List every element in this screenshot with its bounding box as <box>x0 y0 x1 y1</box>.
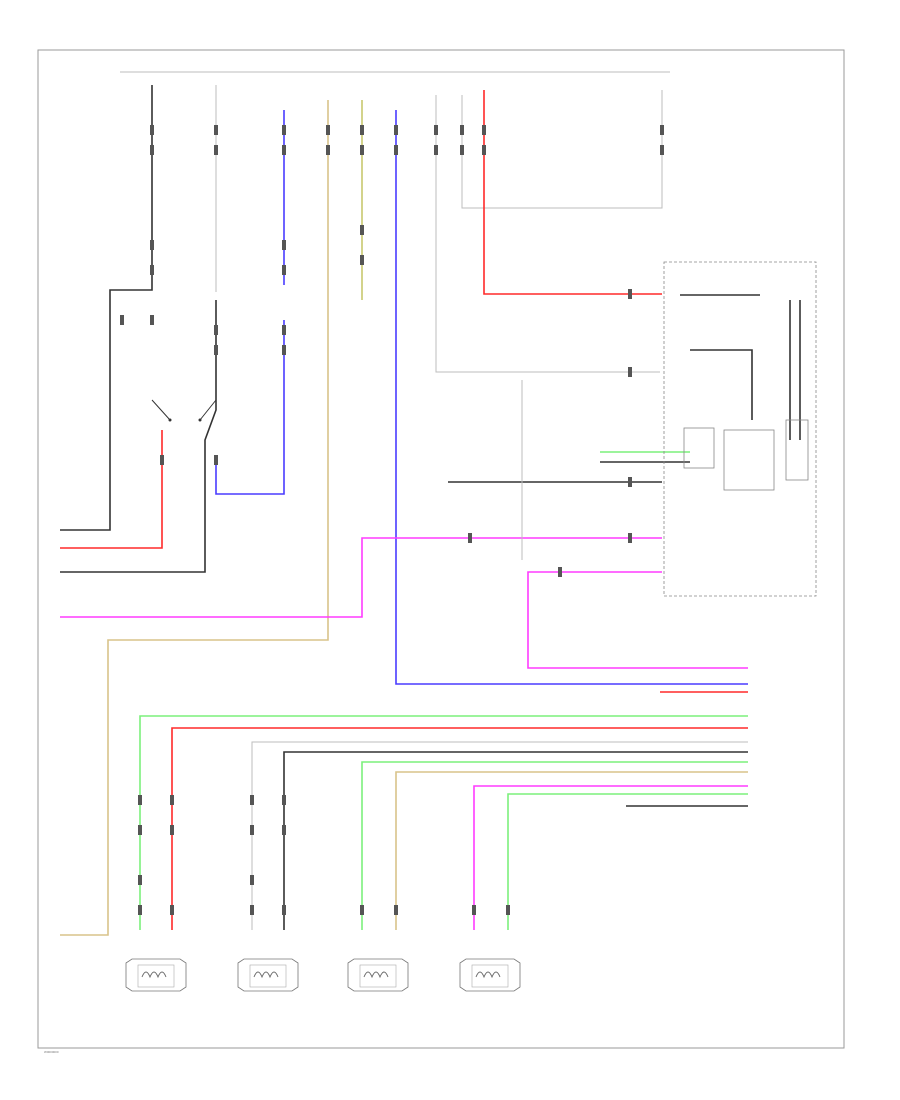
skid-control-ecu-box <box>723 429 775 491</box>
connector-pin <box>150 125 154 135</box>
connector-pin <box>150 145 154 155</box>
connector-pin <box>460 125 464 135</box>
connector-pin <box>150 315 154 325</box>
connector-pin <box>472 905 476 915</box>
wire-green-4 <box>507 793 748 930</box>
sensor-left-rear <box>237 958 299 992</box>
connector-pin <box>282 265 286 275</box>
connector-pin <box>138 905 142 915</box>
connector-pin <box>214 325 218 335</box>
connector-pin <box>160 455 164 465</box>
connector-pin <box>434 145 438 155</box>
connector-pin <box>150 265 154 275</box>
connector-pin <box>660 125 664 135</box>
stop-light-switch-2 <box>199 399 217 421</box>
connector-pin <box>628 367 632 377</box>
connector-pin <box>558 567 562 577</box>
wire-gray-d <box>435 95 660 373</box>
connector-pin <box>250 905 254 915</box>
connector-pin <box>120 315 124 325</box>
connector-pin <box>628 477 632 487</box>
connector-pin <box>282 125 286 135</box>
connector-pin <box>138 795 142 805</box>
connector-pin <box>360 225 364 235</box>
stop-light-switch <box>151 399 171 421</box>
connector-pin <box>434 125 438 135</box>
connector-pin <box>326 125 330 135</box>
connector-pin <box>360 905 364 915</box>
connector-pin <box>360 125 364 135</box>
connector-pin <box>170 795 174 805</box>
combination-meter-box <box>663 261 817 597</box>
wire-tan-3 <box>395 771 748 930</box>
components-layer <box>663 261 817 597</box>
connector-pin <box>138 875 142 885</box>
connector-pin <box>282 905 286 915</box>
wire-magenta-4 <box>473 785 748 930</box>
connector-pin <box>326 145 330 155</box>
connector-pin <box>170 825 174 835</box>
connector-pin <box>282 795 286 805</box>
stop-light-switch-contact <box>168 418 172 422</box>
wires-layer <box>60 71 801 936</box>
connector-pin <box>660 145 664 155</box>
connector-pin <box>468 533 472 543</box>
wire-tan-main <box>60 100 329 936</box>
connector-pin <box>282 325 286 335</box>
connector-pin <box>282 240 286 250</box>
connector-pin <box>214 455 218 465</box>
wire-a-left <box>60 85 153 531</box>
wire-green-1 <box>139 715 748 930</box>
wire-red-1 <box>171 727 748 930</box>
connector-pin <box>170 905 174 915</box>
wire-b-down <box>60 300 217 573</box>
connector-pin <box>250 825 254 835</box>
wire-gray-e <box>461 90 663 209</box>
connector-pin <box>628 289 632 299</box>
wire-magenta-main <box>60 537 662 618</box>
connector-pin <box>394 125 398 135</box>
connector-pin <box>394 145 398 155</box>
connector-pin <box>250 875 254 885</box>
diagram-frame <box>37 49 845 1049</box>
connector-pin <box>214 145 218 155</box>
meter-right-bar <box>785 419 809 481</box>
connector-pin <box>150 240 154 250</box>
connector-pin <box>506 905 510 915</box>
connector-pin <box>360 145 364 155</box>
wire-magenta-ret <box>527 571 748 669</box>
connector-pin <box>214 125 218 135</box>
connector-pin <box>482 145 486 155</box>
wire-blk-2 <box>283 751 748 930</box>
connector-pin <box>460 145 464 155</box>
meter-subbox <box>683 427 715 469</box>
switches-layer <box>151 399 217 422</box>
footer-code: W0000000 <box>44 1050 59 1054</box>
wire-meter-inner2 <box>690 349 753 420</box>
sensors-layer <box>125 958 521 992</box>
wire-gray-2 <box>251 741 748 930</box>
sensor-right-front <box>347 958 409 992</box>
connector-pin <box>282 345 286 355</box>
connector-pin <box>482 125 486 135</box>
stop-light-switch-2-contact <box>198 418 202 422</box>
wire-green-3 <box>361 761 748 930</box>
connectors-layer <box>120 125 664 915</box>
connector-pin <box>282 825 286 835</box>
sensor-right-rear <box>125 958 187 992</box>
connector-pin <box>628 533 632 543</box>
connector-pin <box>214 345 218 355</box>
connector-pin <box>282 145 286 155</box>
connector-pin <box>138 825 142 835</box>
sensor-left-front <box>459 958 521 992</box>
wire-b2 <box>215 320 285 495</box>
wire-red-top <box>483 90 662 295</box>
wire-blue-long <box>395 110 748 685</box>
wire-a-red <box>60 430 163 549</box>
connector-pin <box>360 255 364 265</box>
connector-pin <box>394 905 398 915</box>
connector-pin <box>250 795 254 805</box>
